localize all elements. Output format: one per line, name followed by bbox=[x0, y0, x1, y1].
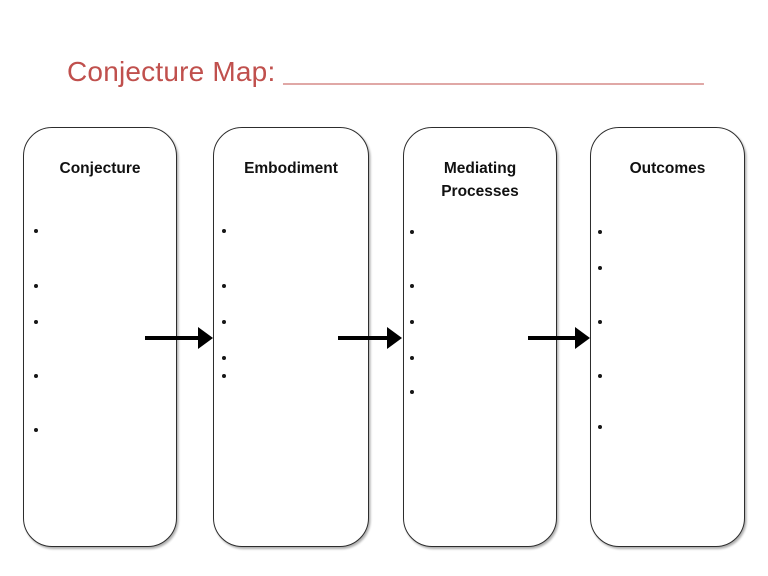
bullet-point bbox=[598, 230, 602, 234]
bullet-point bbox=[222, 320, 226, 324]
bullet-point bbox=[34, 229, 38, 233]
arrow-head-icon bbox=[198, 327, 213, 349]
page-title: Conjecture Map: ________________________… bbox=[67, 56, 704, 88]
arrow-head-icon bbox=[387, 327, 402, 349]
bullet-point bbox=[222, 229, 226, 233]
flow-arrow bbox=[338, 327, 402, 349]
title-blank-line: ___________________________ bbox=[275, 56, 704, 87]
arrow-shaft bbox=[338, 336, 389, 340]
arrow-head-icon bbox=[575, 327, 590, 349]
bullet-point bbox=[222, 374, 226, 378]
box-outcomes-title: Outcomes bbox=[629, 160, 706, 177]
box-embodiment-title: Embodiment bbox=[244, 160, 338, 177]
bullet-point bbox=[598, 320, 602, 324]
bullet-point bbox=[34, 374, 38, 378]
bullet-point bbox=[598, 425, 602, 429]
bullet-point bbox=[222, 284, 226, 288]
page-title-text: Conjecture Map: bbox=[67, 56, 276, 87]
bullet-point bbox=[410, 390, 414, 394]
bullet-point bbox=[410, 230, 414, 234]
bullet-point bbox=[410, 356, 414, 360]
arrow-shaft bbox=[145, 336, 200, 340]
bullet-point bbox=[222, 356, 226, 360]
bullet-point bbox=[598, 266, 602, 270]
bullet-point bbox=[34, 284, 38, 288]
bullet-point bbox=[34, 320, 38, 324]
bullet-point bbox=[410, 284, 414, 288]
flow-arrow bbox=[528, 327, 590, 349]
arrow-shaft bbox=[528, 336, 577, 340]
box-outcomes: Outcomes bbox=[590, 127, 745, 547]
bullet-point bbox=[410, 320, 414, 324]
flow-arrow bbox=[145, 327, 213, 349]
bullet-point bbox=[598, 374, 602, 378]
bullet-point bbox=[34, 428, 38, 432]
box-conjecture-title: Conjecture bbox=[59, 160, 141, 177]
box-mediating-processes-title: Mediating Processes bbox=[441, 160, 519, 200]
